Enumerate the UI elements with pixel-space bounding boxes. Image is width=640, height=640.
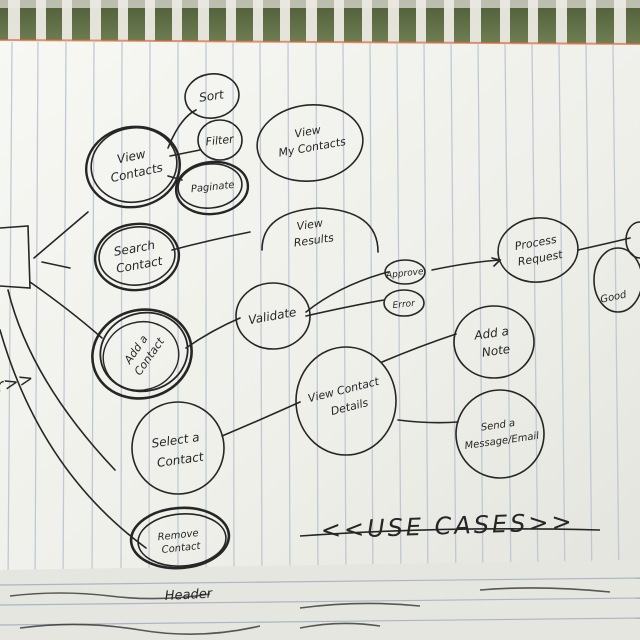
ellipse-view-contacts xyxy=(84,125,182,209)
page-bottom-scribble: Header xyxy=(164,586,214,604)
railing xyxy=(8,0,626,50)
node-remove-contact: Remove Contact xyxy=(157,528,203,556)
node-filter: Filter xyxy=(205,132,236,148)
ellipse-send-a-message-email xyxy=(455,389,545,479)
node-approve: Approve xyxy=(385,267,425,281)
ellipse-view-my-contacts xyxy=(256,104,364,182)
ellipse-filter xyxy=(197,119,243,161)
ellipse-approve xyxy=(384,259,426,285)
node-add-a-note: Add a Note xyxy=(472,323,516,360)
ellipse-select-a-contact xyxy=(131,401,225,495)
ellipse-error xyxy=(383,289,425,317)
connector-lines xyxy=(0,109,631,549)
node-select-a-contact: Select a Contact xyxy=(151,429,207,470)
node-error: Error xyxy=(392,299,417,311)
ellipse-good xyxy=(593,247,640,313)
ellipse-view-results xyxy=(261,207,379,253)
ellipse-add-a-contact xyxy=(91,308,193,400)
ellipse-view-contact-details xyxy=(295,346,397,456)
node-good: Good xyxy=(599,289,628,305)
ellipse-search-contact xyxy=(93,222,181,292)
node-view-results: View Results xyxy=(291,215,335,249)
ellipse-add-a-note xyxy=(453,305,535,379)
node-paginate: Paginate xyxy=(190,180,235,196)
ellipse-remove-contact xyxy=(129,506,231,570)
notebook-page xyxy=(0,39,640,588)
ellipse-sort xyxy=(184,73,240,119)
ellipse-process-request xyxy=(497,217,579,283)
node-sort: Sort xyxy=(198,87,226,104)
lower-page: Header xyxy=(0,560,640,640)
ellipse-paginate xyxy=(174,160,250,216)
ellipse-validate xyxy=(235,282,311,350)
rule-lines xyxy=(7,41,620,587)
use-case-ellipses xyxy=(84,73,640,570)
